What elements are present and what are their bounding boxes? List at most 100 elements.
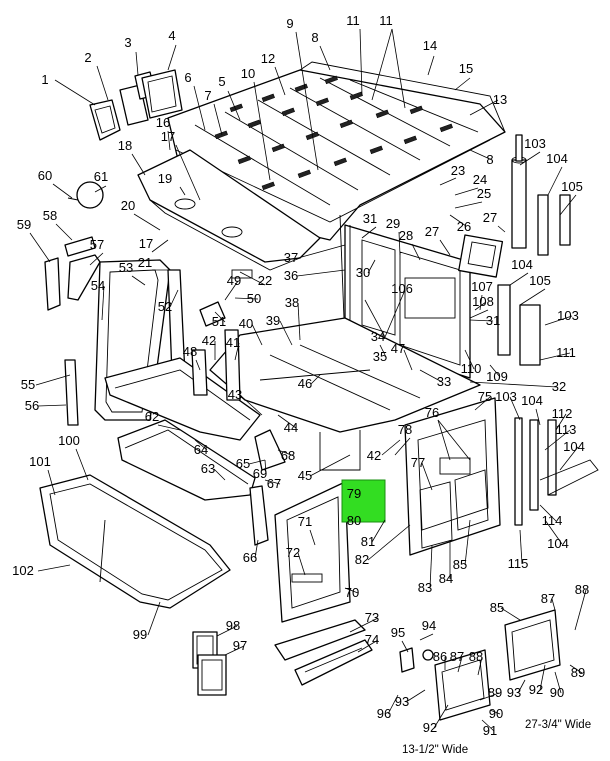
part-number-74: 74 <box>365 632 379 647</box>
part-number-104e: 104 <box>547 536 569 551</box>
leader-line <box>535 408 541 426</box>
part-number-76: 76 <box>425 405 439 420</box>
part-number-22: 22 <box>258 273 272 288</box>
part-number-103b: 103 <box>557 308 579 323</box>
leader-line <box>167 44 177 71</box>
part-number-99: 99 <box>133 627 147 642</box>
leader-line <box>227 90 241 121</box>
part-number-6: 6 <box>184 70 191 85</box>
part-number-59: 59 <box>17 217 31 232</box>
leader-line <box>167 130 171 151</box>
part-number-28: 28 <box>399 228 413 243</box>
part-number-60: 60 <box>38 168 52 183</box>
part-number-27b: 27 <box>425 224 439 239</box>
leader-line <box>479 294 483 311</box>
part-number-11a: 11 <box>346 13 360 28</box>
door-assembly <box>404 397 501 556</box>
leader-line <box>239 394 263 416</box>
part-number-84: 84 <box>439 571 453 586</box>
part-number-27a: 27 <box>483 210 497 225</box>
part-number-64: 64 <box>194 442 208 457</box>
leader-line <box>224 280 239 301</box>
part-number-18: 18 <box>118 138 132 153</box>
leader-line <box>454 187 479 196</box>
leader-line <box>55 223 73 241</box>
leader-line <box>439 177 457 186</box>
part-number-4: 4 <box>168 28 175 43</box>
part-number-19: 19 <box>158 171 172 186</box>
leader-line <box>361 226 377 239</box>
part-number-89a: 89 <box>488 685 502 700</box>
part-number-42b: 42 <box>367 448 381 463</box>
leader-line <box>234 342 240 361</box>
leader-line <box>449 214 467 227</box>
part-number-63: 63 <box>201 461 215 476</box>
part-number-53: 53 <box>119 260 133 275</box>
leader-line <box>224 645 245 656</box>
part-number-77: 77 <box>411 455 425 470</box>
roof-cross-members <box>214 75 453 191</box>
part-number-104d: 104 <box>563 439 585 454</box>
leader-line <box>296 269 346 277</box>
leader-line <box>439 239 451 256</box>
part-number-70: 70 <box>345 585 359 600</box>
leader-line <box>147 601 161 636</box>
leader-line <box>429 544 433 589</box>
leader-line <box>297 302 301 341</box>
part-number-90b: 90 <box>550 685 564 700</box>
part-number-2: 2 <box>84 50 91 65</box>
leader-line <box>539 664 546 691</box>
part-number-30: 30 <box>356 265 370 280</box>
leader-line <box>509 272 529 286</box>
part-number-105a: 105 <box>561 179 583 194</box>
leader-line <box>29 232 51 263</box>
part-number-97: 97 <box>233 638 247 653</box>
part-number-24: 24 <box>473 172 487 187</box>
part-number-52: 52 <box>158 299 172 314</box>
part-number-85b: 85 <box>490 600 504 615</box>
part-number-13: 13 <box>493 92 507 107</box>
leader-line <box>559 446 579 471</box>
leader-line <box>94 185 107 193</box>
leader-line <box>274 66 286 96</box>
leader-line <box>539 352 571 361</box>
leader-line <box>175 144 201 201</box>
leader-line <box>131 275 146 286</box>
part-number-16: 16 <box>156 115 170 130</box>
step-plates <box>274 619 373 686</box>
leader-line <box>394 437 411 456</box>
leader-line <box>419 633 434 641</box>
leader-line <box>169 289 179 308</box>
leader-line <box>555 413 567 431</box>
part-number-78: 78 <box>398 422 412 437</box>
part-number-65: 65 <box>236 456 250 471</box>
part-number-38: 38 <box>285 295 299 310</box>
leader-line <box>310 374 321 385</box>
leader-line <box>474 301 487 311</box>
leader-line <box>405 689 426 703</box>
leader-line <box>539 504 557 522</box>
leader-line <box>489 709 501 715</box>
leader-line <box>517 679 526 694</box>
leader-line <box>464 519 471 566</box>
part-number-75: 75 <box>478 389 492 404</box>
leader-line <box>469 99 499 116</box>
part-number-15: 15 <box>459 61 473 76</box>
part-number-25: 25 <box>477 186 491 201</box>
leader-line <box>367 524 411 561</box>
leader-line <box>251 323 263 346</box>
part-number-108: 108 <box>472 294 494 309</box>
part-number-17b: 17 <box>139 236 153 251</box>
leader-line <box>367 259 376 274</box>
part-number-71: 71 <box>298 514 312 529</box>
part-number-17a: 17 <box>161 129 175 144</box>
leader-line <box>254 539 259 559</box>
leader-line <box>279 320 293 346</box>
leader-line <box>297 552 306 576</box>
part-number-20: 20 <box>121 198 135 213</box>
part-number-11b: 11 <box>379 13 393 28</box>
part-number-92a: 92 <box>423 720 437 735</box>
leader-line <box>401 640 409 653</box>
part-number-54: 54 <box>91 278 105 293</box>
part-number-36: 36 <box>284 268 298 283</box>
